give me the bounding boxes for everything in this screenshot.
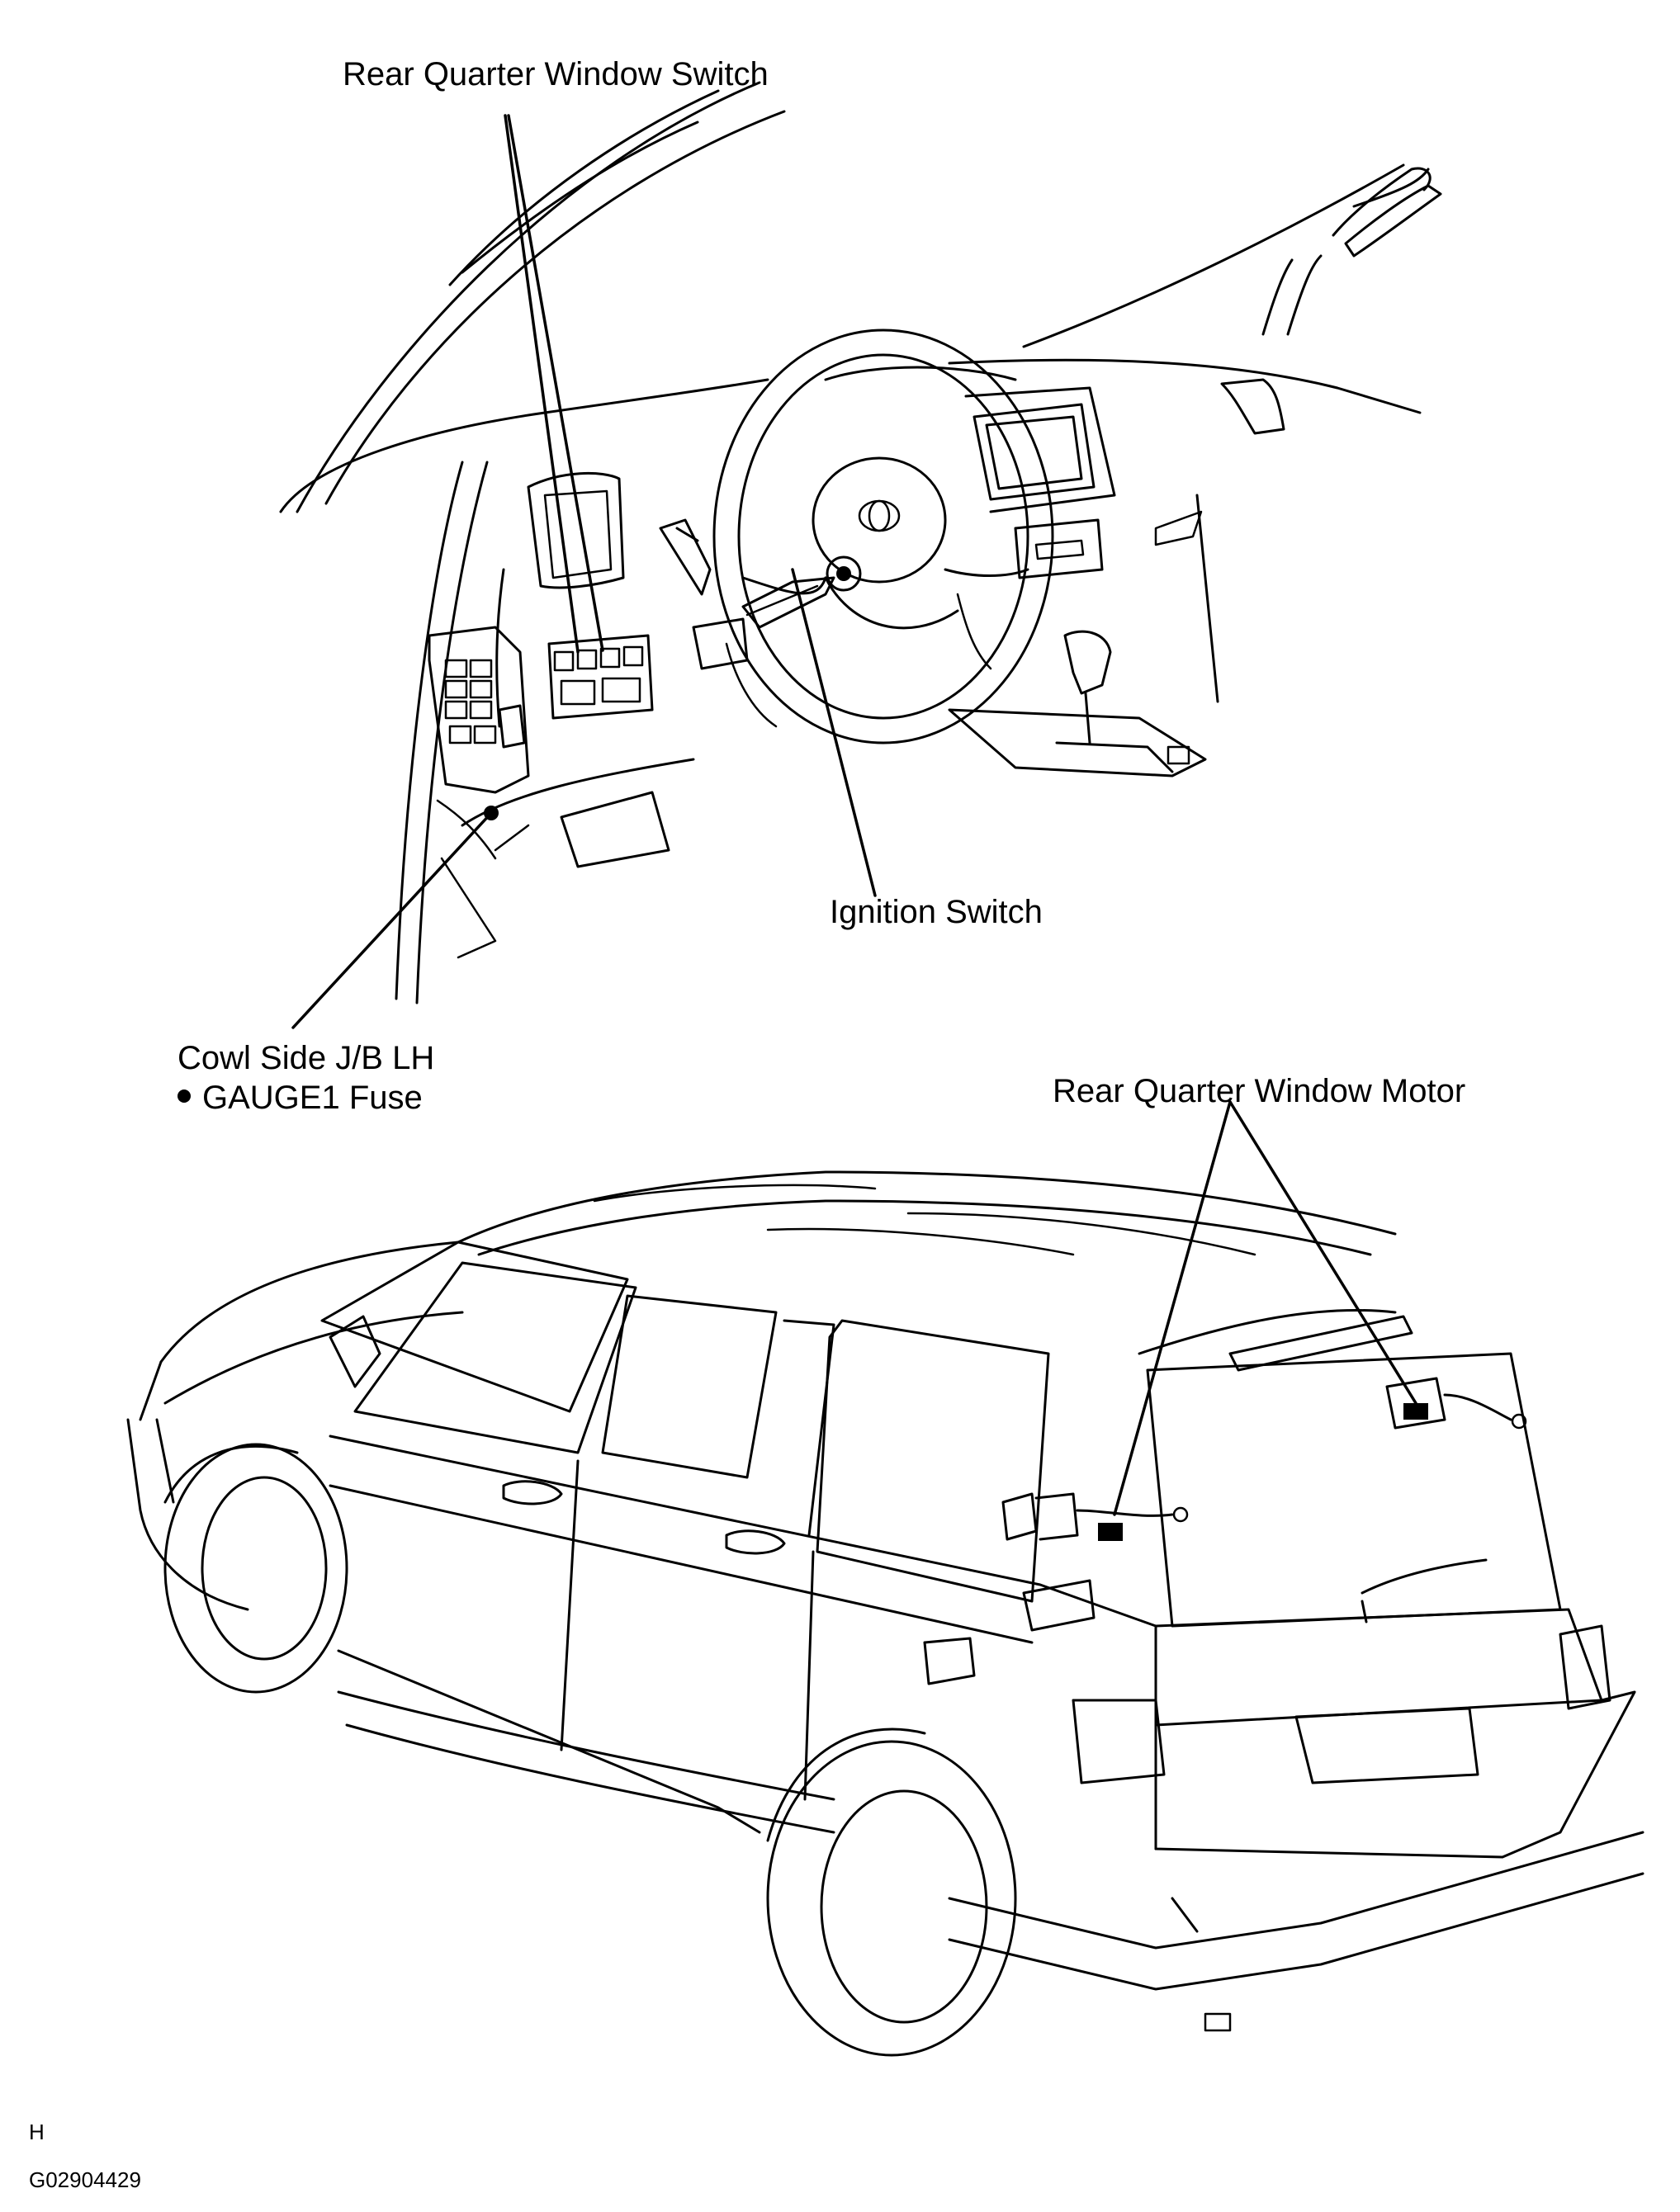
vehicle-illustration — [126, 1170, 1645, 2057]
label-gauge1-fuse-text: GAUGE1 Fuse — [202, 1080, 423, 1116]
footer-letter: H — [29, 2120, 45, 2144]
leader-line-window-switch-1 — [504, 114, 580, 654]
leader-line-cowl-jb — [291, 811, 493, 1029]
footer-figure-code: G02904429 — [29, 2167, 141, 2192]
leader-line-window-motor-1 — [1113, 1100, 1232, 1516]
leader-line-window-motor-2 — [1228, 1100, 1417, 1405]
label-rear-quarter-window-motor: Rear Quarter Window Motor — [1053, 1073, 1466, 1109]
leader-line-window-switch-2 — [507, 114, 604, 652]
bullet-icon — [177, 1089, 191, 1104]
dashboard-illustration — [279, 81, 1442, 1004]
label-ignition-switch: Ignition Switch — [830, 894, 1043, 930]
label-cowl-side-jb-lh: Cowl Side J/B LH — [177, 1040, 435, 1076]
label-gauge1-fuse: GAUGE1 Fuse — [177, 1081, 423, 1114]
leader-line-ignition-switch — [791, 568, 877, 897]
label-rear-quarter-window-switch: Rear Quarter Window Switch — [343, 56, 769, 92]
